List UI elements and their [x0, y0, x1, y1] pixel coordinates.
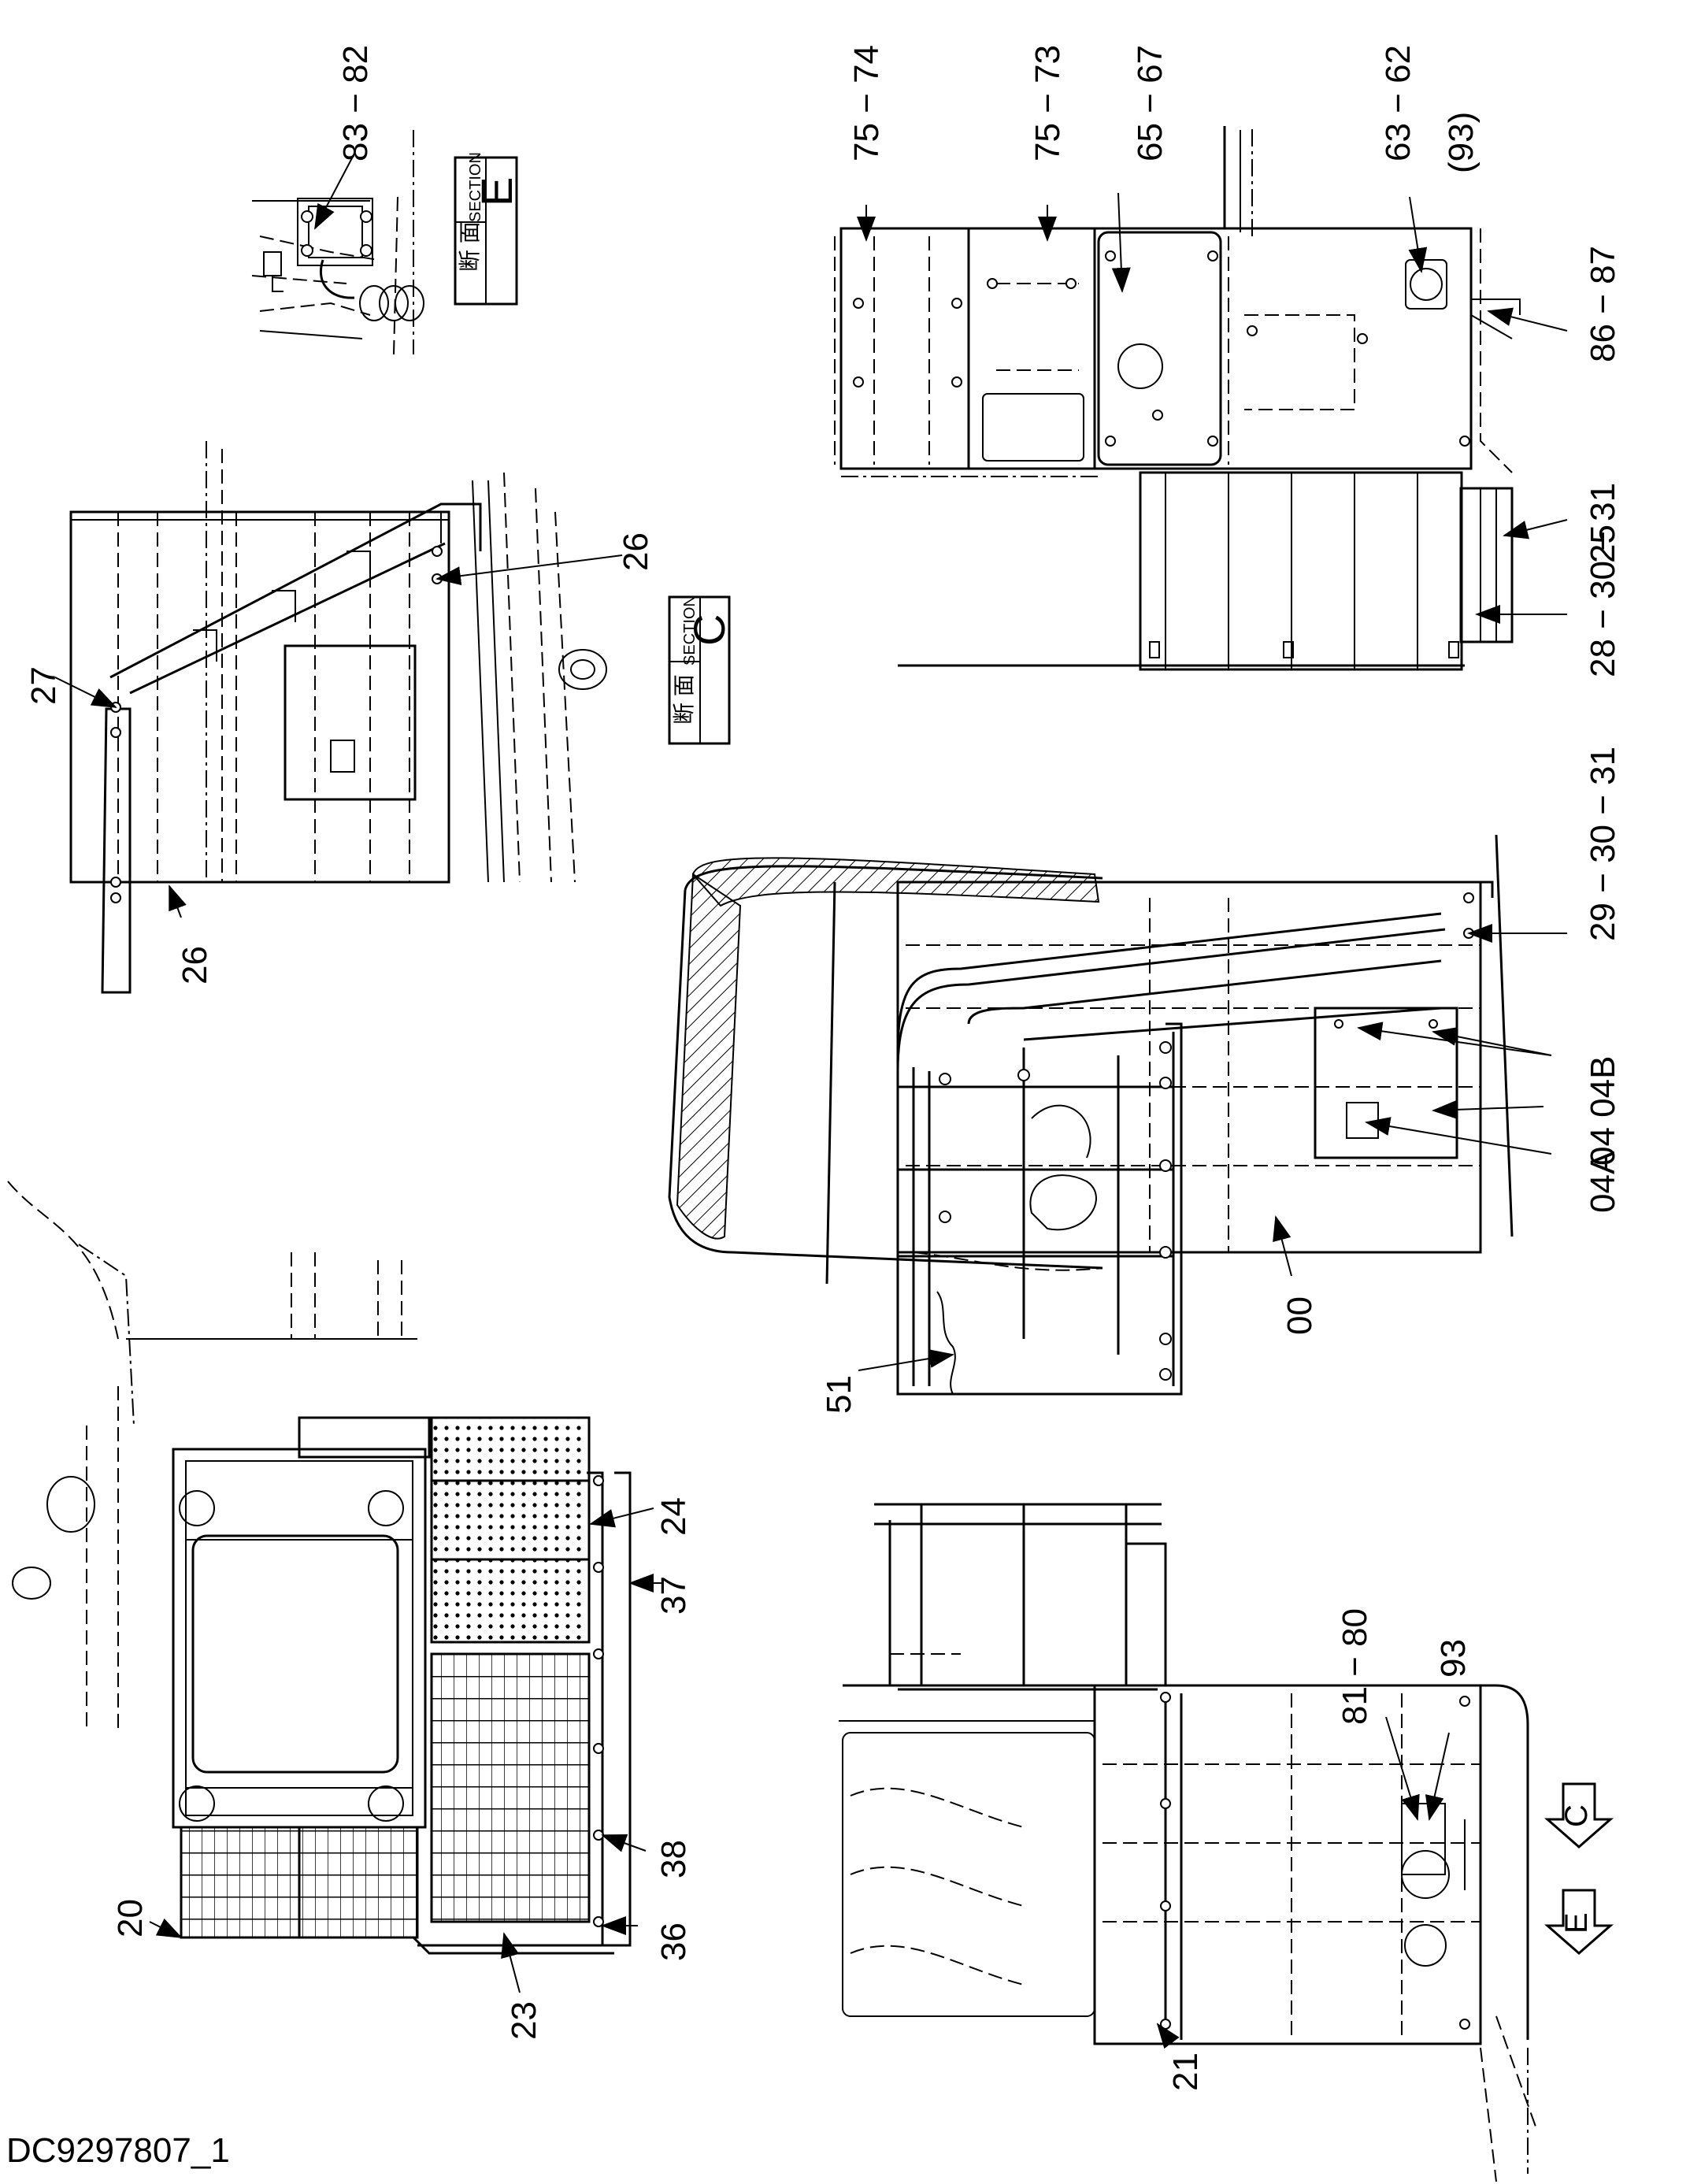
section-c-kanji: 断 面	[672, 674, 696, 725]
callout-24: 24	[654, 1497, 693, 1536]
section-c-word: SECTION	[681, 595, 699, 666]
callout-37: 37	[654, 1576, 693, 1615]
tank-side-view	[839, 1503, 1536, 2182]
tank-top-view	[834, 126, 1521, 671]
callout-25: 25	[1584, 525, 1622, 563]
view-arrow-e: E	[1544, 1889, 1614, 1955]
callout-93-paren: (93)	[1442, 112, 1480, 173]
callout-23: 23	[505, 2001, 543, 2040]
callout-51: 51	[820, 1375, 858, 1414]
callout-63-62: 63 − 62	[1379, 45, 1418, 161]
section-c-label: 断 面 SECTION C	[668, 595, 734, 745]
view-arrow-e-letter: E	[1559, 1912, 1594, 1934]
section-e-kanji: 断 面	[458, 221, 482, 272]
callout-04a: 04A	[1584, 1151, 1622, 1213]
stair-side-view	[69, 441, 607, 994]
callout-36: 36	[654, 1923, 693, 1961]
callout-20: 20	[111, 1899, 150, 1937]
callout-29-30-31: 29 − 30 − 31	[1584, 747, 1622, 941]
callout-28-30-31: 28 − 30 − 31	[1584, 483, 1622, 677]
callout-75-74: 75 − 74	[847, 45, 886, 161]
section-e-letter: E	[472, 177, 521, 206]
callout-38: 38	[654, 1840, 693, 1878]
grating-top-view	[7, 1181, 632, 1955]
callout-26-top: 26	[617, 532, 655, 571]
callout-26-bottom: 26	[176, 946, 214, 984]
section-c-letter: C	[684, 614, 734, 646]
callout-labels: 83 − 82 75 − 74 75 − 73 65 − 67 63 − 62 …	[24, 45, 1622, 2091]
callout-27: 27	[24, 666, 63, 705]
callout-75-73: 75 − 73	[1028, 45, 1067, 161]
callout-04-04b: 04 04B	[1584, 1056, 1622, 1166]
callout-65-67: 65 − 67	[1131, 45, 1169, 161]
drawing-id: DC9297807_1	[6, 2131, 230, 2170]
callout-21: 21	[1166, 2052, 1205, 2091]
section-e-word: SECTION	[467, 152, 484, 222]
callout-86-87: 86 − 87	[1584, 246, 1622, 362]
view-arrow-c: C	[1544, 1782, 1614, 1848]
section-e-view	[251, 130, 424, 355]
view-arrow-c-letter: C	[1559, 1804, 1594, 1827]
callout-81-80: 81 − 80	[1336, 1608, 1374, 1725]
callout-00: 00	[1280, 1296, 1319, 1335]
callout-83-82: 83 − 82	[336, 45, 375, 161]
section-e-label: 断 面 SECTION E	[454, 152, 521, 306]
callout-93: 93	[1434, 1639, 1473, 1678]
leader-lines	[54, 153, 1568, 2049]
cab-handrail-view	[668, 834, 1514, 1396]
